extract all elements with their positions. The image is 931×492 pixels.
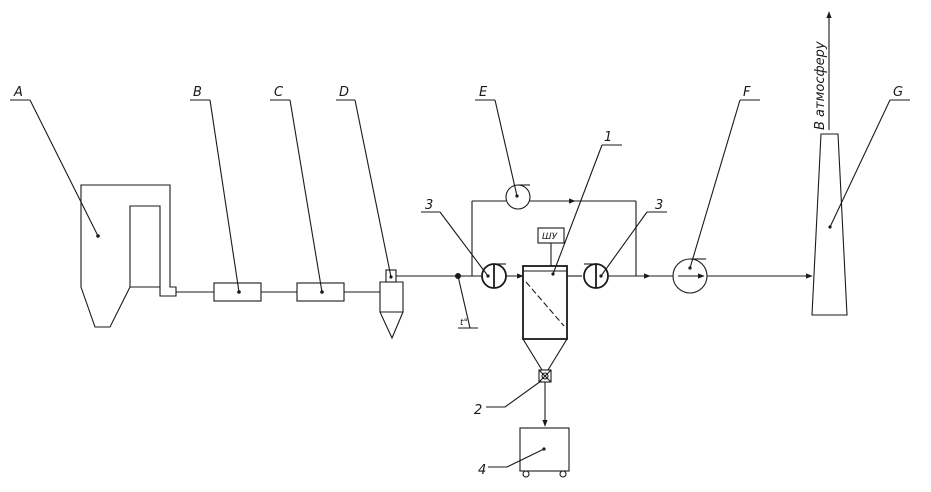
label-d: D [339,85,349,100]
rotary-valve-2 [486,369,552,408]
bypass-fan-e [475,99,531,210]
fan-3-left [421,211,507,289]
temperature-point [455,273,478,329]
cyclone-d [336,99,404,340]
control-unit [537,227,565,266]
label-e: E [479,85,488,100]
main-fan-f [672,99,760,294]
label-a: A [13,85,23,100]
control-unit-label: ШУ [542,232,558,242]
label-2: 2 [474,403,482,418]
label-3-left: 3 [425,198,433,213]
chimney-stack-g [811,11,910,316]
label-g: G [893,85,903,100]
bag-filter-1 [522,144,622,371]
label-f: F [743,85,751,100]
label-c: C [274,85,284,100]
label-1: 1 [604,130,612,145]
collection-bin-4 [488,427,570,478]
bypass-line [471,198,637,276]
boiler-unit-a [10,99,177,328]
atmosphere-label: В атмосферу [813,41,828,130]
label-4: 4 [478,463,486,478]
unit-b [190,99,262,302]
fan-3-right [583,211,667,289]
unit-c [270,99,345,302]
temperature-label: t° [460,318,468,328]
label-3-right: 3 [655,198,663,213]
label-b: B [193,85,202,100]
